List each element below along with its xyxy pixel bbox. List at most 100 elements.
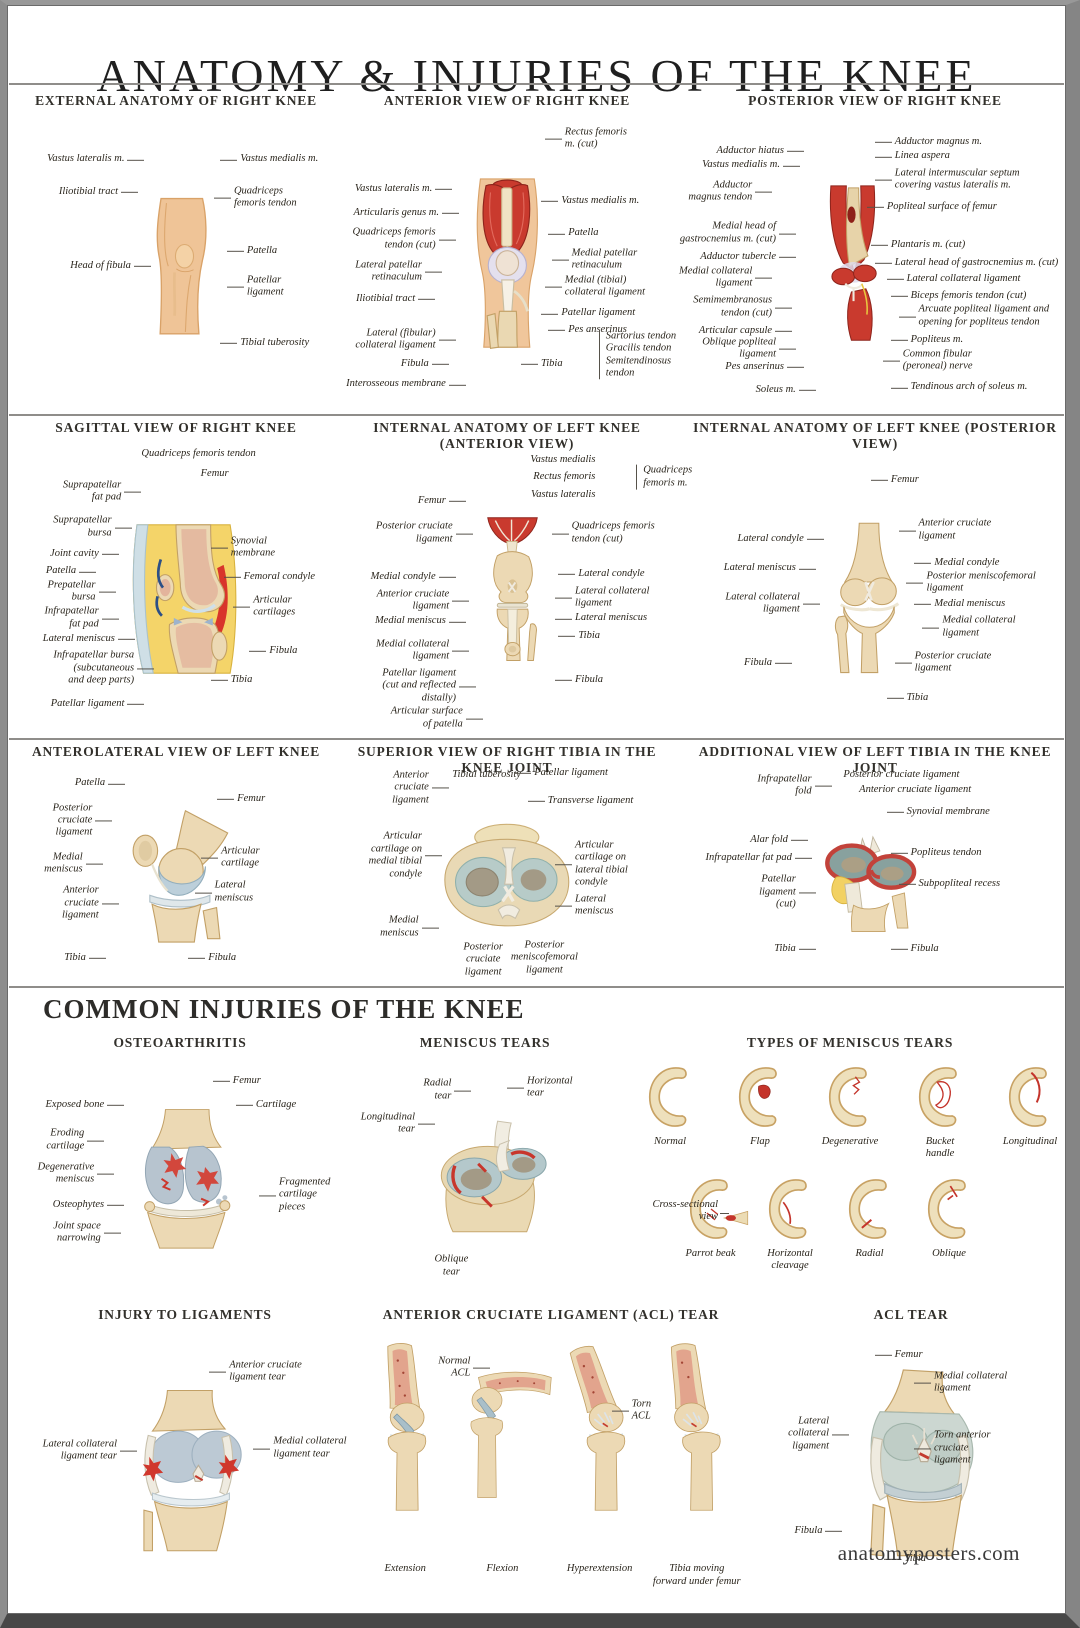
- anatomy-label: Horizontal tear: [507, 1075, 573, 1099]
- anatomy-label: Suprapatellar fat pad: [62, 479, 142, 503]
- anatomy-label: Vastus lateralis m.: [47, 153, 145, 165]
- anatomy-label: Medial head of gastrocnemius m. (cut): [679, 221, 797, 245]
- meniscus-type-flap: Flap: [724, 1063, 796, 1175]
- anatomy-label: Posterior cruciate ligament: [52, 801, 112, 838]
- anatomy-label: Tibial tuberosity: [220, 336, 310, 348]
- anatomy-label: Medial collateral ligament: [376, 638, 470, 662]
- anatomy-label: Lateral head of gastrocnemius m. (cut): [874, 256, 1059, 268]
- anatomy-label: Lateral collateral ligament tear: [42, 1438, 138, 1463]
- anatomy-label: Articularis genus m.: [353, 206, 460, 218]
- anatomy-label: Pes anserinus: [725, 360, 804, 372]
- anatomy-label: Rectus femoris m. (cut): [544, 126, 627, 150]
- panel-internal-posterior: INTERNAL ANATOMY OF LEFT KNEE (POSTERIOR…: [677, 418, 1066, 736]
- anatomy-label: Articular cartilage on medial tibial con…: [368, 830, 443, 879]
- panel-internal-anterior: INTERNAL ANATOMY OF LEFT KNEE (ANTERIOR …: [337, 418, 693, 736]
- panel-title: INTERNAL ANATOMY OF LEFT KNEE (POSTERIOR…: [693, 420, 1057, 452]
- panel-external-anatomy: EXTERNAL ANATOMY OF RIGHT KNEE Vastus la…: [15, 91, 337, 411]
- meniscus-icon: [918, 1067, 957, 1127]
- anatomy-label: Fibula: [555, 673, 603, 685]
- panel-title: EXTERNAL ANATOMY OF RIGHT KNEE: [35, 93, 317, 108]
- meniscus-type-label: Longitudinal: [1002, 1136, 1058, 1147]
- anatomy-label: Posterior cruciate ligament: [894, 650, 992, 674]
- meniscus-tears-illustration: [440, 1120, 547, 1233]
- anatomy-label: Semimembranosus tendon (cut): [693, 295, 792, 319]
- panel-title: ADDITIONAL VIEW OF LEFT TIBIA IN THE KNE…: [698, 744, 1052, 776]
- anatomy-label: Patella: [226, 244, 278, 256]
- anatomy-label: Prepatellar bursa: [47, 579, 116, 603]
- meniscus-type-degenerative: Degenerative: [814, 1063, 886, 1175]
- section-title-injuries: COMMON INJURIES OF THE KNEE: [43, 994, 525, 1024]
- osteoarthritis-illustration: [144, 1108, 231, 1249]
- anatomy-label: Femoral condyle: [223, 571, 316, 583]
- anatomy-label: Patellar ligament: [50, 697, 145, 709]
- panel-title: SUPERIOR VIEW OF RIGHT TIBIA IN THE KNEE…: [357, 744, 657, 776]
- anatomy-label: Interosseous membrane: [346, 378, 466, 390]
- cross-section-label: Cross-sectional view: [644, 1199, 729, 1223]
- acl-stage-caption: Flexion: [486, 1563, 519, 1574]
- meniscus-type-oblique: Oblique: [913, 1175, 985, 1287]
- internal-anterior-illustration: [486, 517, 538, 661]
- anatomy-label: Medial condyle: [914, 556, 1000, 568]
- acl-hyperextension-illustration: [569, 1345, 625, 1511]
- anterior-knee-illustration: [476, 178, 539, 349]
- anatomy-label: Patellar ligament (cut): [759, 873, 816, 910]
- anatomy-label: Medial (tibial) collateral ligament: [544, 274, 645, 298]
- cross-section-wedge-icon: [722, 1210, 749, 1226]
- anatomy-label: Oblique popliteal ligament: [702, 336, 796, 360]
- anatomy-label: Anterior cruciate ligament: [392, 769, 449, 805]
- anatomy-label: Patella: [74, 777, 126, 789]
- acl-stage-caption: Hyperextension: [566, 1563, 633, 1574]
- anatomy-label: Osteophytes: [52, 1198, 125, 1210]
- meniscus-type-label: Bucket handle: [925, 1136, 955, 1160]
- acl-stage-caption: Tibia moving forward under femur: [652, 1563, 741, 1587]
- anatomy-label: Medial meniscus: [380, 914, 438, 939]
- anatomy-label: Patellar ligament: [541, 307, 636, 319]
- anatomy-label: Lateral collateral ligament: [788, 1415, 849, 1452]
- anatomy-label: Quadriceps femoris tendon (cut): [352, 226, 456, 251]
- anatomy-label: Quadriceps femoris tendon: [141, 447, 256, 459]
- anatomy-label: Soleus m.: [755, 384, 817, 396]
- panel-title: SAGITTAL VIEW OF RIGHT KNEE: [55, 420, 297, 435]
- meniscus-icon: [1008, 1067, 1047, 1127]
- panel-title: OSTEOARTHRITIS: [113, 1035, 247, 1050]
- panel-additional-tibia: ADDITIONAL VIEW OF LEFT TIBIA IN THE KNE…: [677, 742, 1066, 984]
- panel-title: MENISCUS TEARS: [419, 1035, 551, 1050]
- anatomy-label: Patellar ligament: [226, 274, 284, 298]
- posterior-knee-illustration: [829, 185, 877, 341]
- meniscus-type-label: Horizontal cleavage: [767, 1248, 813, 1272]
- panel-superior-tibia: SUPERIOR VIEW OF RIGHT TIBIA IN THE KNEE…: [337, 742, 677, 984]
- divider: [9, 414, 1064, 416]
- anatomy-label: Fibula: [249, 644, 298, 656]
- acl-tibia-forward-illustration: [670, 1343, 721, 1511]
- anatomy-label: Lateral meniscus: [554, 612, 648, 624]
- anatomy-label: Posterior meniscofemoral ligament: [906, 570, 1036, 595]
- anatomy-label: Patella: [45, 565, 97, 577]
- anatomy-label: Vastus lateralis m.: [354, 182, 453, 194]
- anatomy-label: Fibula: [188, 951, 237, 963]
- meniscus-type-label: Degenerative: [821, 1136, 879, 1147]
- anatomy-label: Vastus lateralis: [530, 488, 596, 500]
- anatomy-label: Medial patellar retinaculum: [551, 247, 638, 272]
- anatomy-label: Infrapatellar fat pad: [705, 851, 813, 863]
- figure-anterior-knee: Vastus lateralis m. Articularis genus m. Q…: [337, 115, 677, 411]
- anatomy-label: Cartilage: [235, 1098, 297, 1110]
- anatomy-label: Anterior cruciate ligament: [859, 783, 972, 795]
- additional-tibia-illustration: [824, 835, 916, 933]
- panel-injury-ligaments: INJURY TO LIGAMENTS Anterior cruciate li…: [15, 1297, 355, 1613]
- panel-posterior-view: POSTERIOR VIEW OF RIGHT KNEE Adductor hi…: [677, 91, 1066, 411]
- anatomy-label: Anterior cruciate ligament: [61, 884, 119, 921]
- anatomy-label: Quadriceps femoris tendon (cut): [551, 520, 655, 545]
- anatomy-label: Posterior cruciate ligament: [463, 941, 504, 978]
- anatomy-label: Fragmented cartilage pieces: [258, 1176, 331, 1213]
- anatomy-label: Femur: [417, 494, 466, 506]
- anatomy-label: Popliteus tendon: [890, 847, 982, 858]
- anatomy-label: Articular surface of patella: [390, 705, 483, 730]
- anatomy-label: Medial meniscus: [914, 597, 1006, 609]
